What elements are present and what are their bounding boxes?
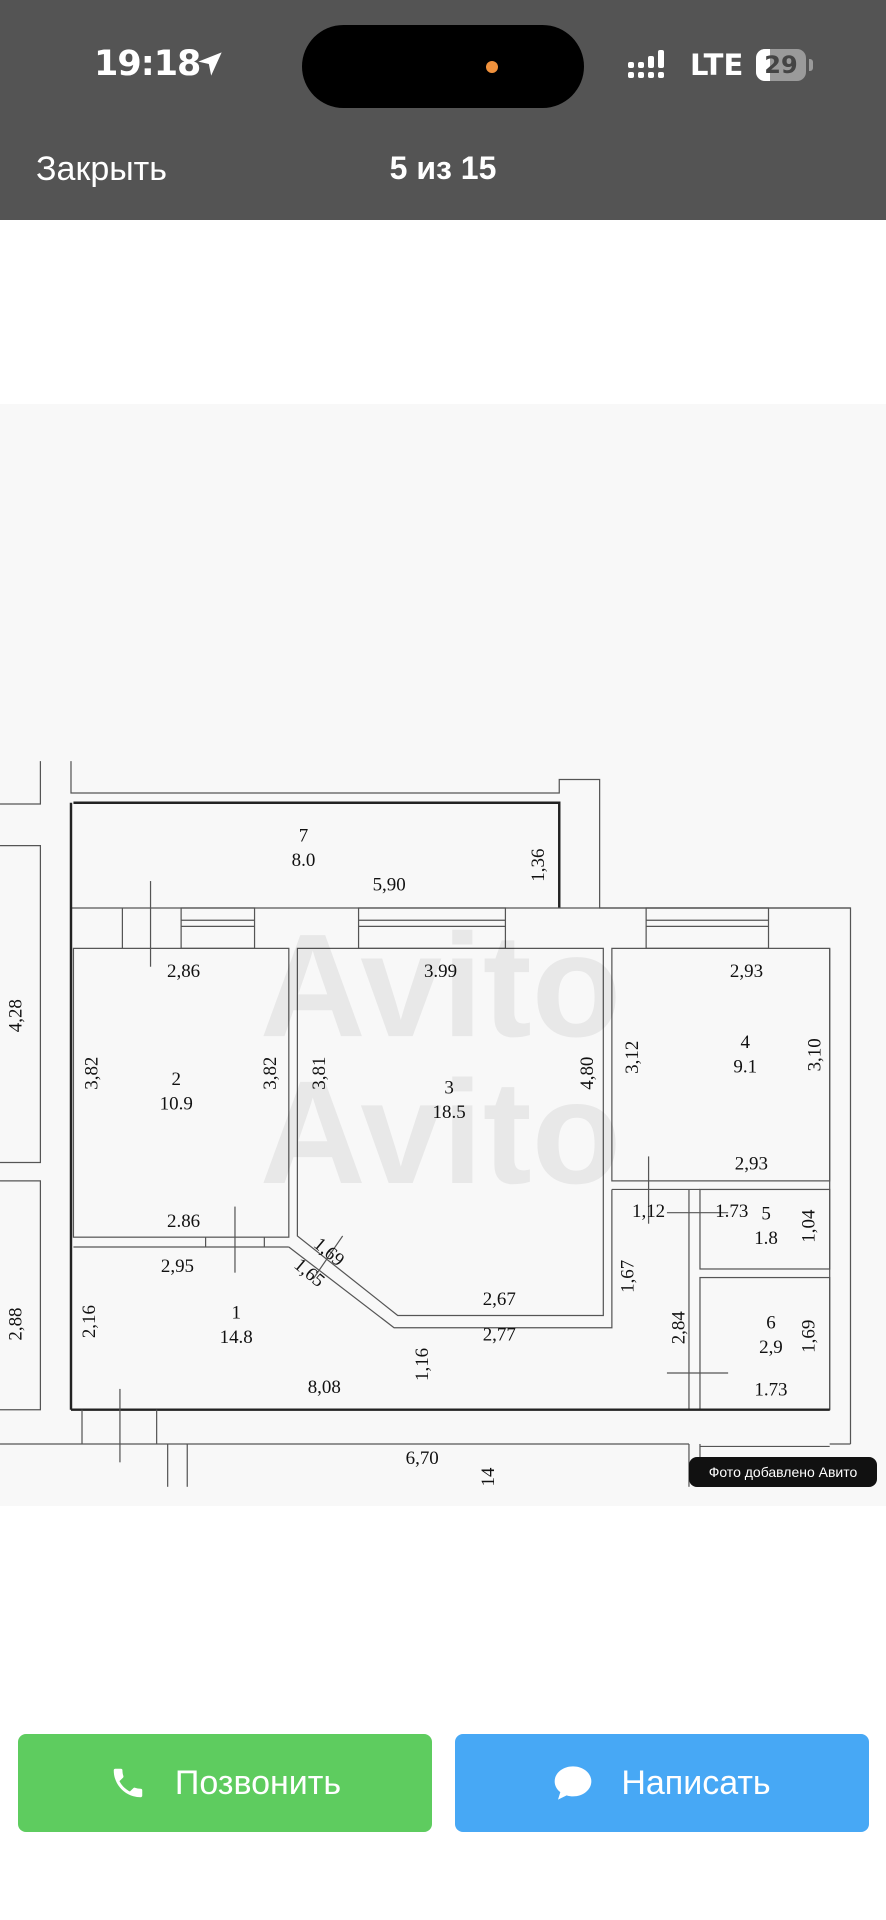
photo-viewer[interactable] — [0, 404, 886, 1506]
dimension-label: 8,08 — [308, 1377, 341, 1398]
dimension-label: 4,80 — [577, 1057, 598, 1090]
room-number: 7 — [299, 825, 308, 846]
room-number: 3 — [444, 1077, 453, 1098]
dimension-label: 2,93 — [735, 1153, 768, 1174]
dimension-label: 14 — [478, 1467, 499, 1486]
room-area: 9.1 — [733, 1057, 757, 1078]
message-button[interactable]: Написать — [455, 1734, 869, 1832]
dimension-label: 2,86 — [167, 961, 200, 982]
battery-level: 29 — [764, 51, 798, 79]
dimension-label: 5,90 — [373, 874, 406, 895]
battery-icon: 29 — [756, 49, 806, 81]
dimension-label: 3,10 — [805, 1038, 826, 1071]
recording-dot-icon — [486, 61, 498, 73]
dimension-label: 2,67 — [483, 1289, 516, 1310]
room-number: 1 — [231, 1303, 240, 1324]
photo-counter: 5 из 15 — [0, 150, 886, 187]
dimension-label: 2,84 — [669, 1311, 690, 1345]
network-type: LTE — [690, 48, 744, 82]
dimension-label: 3,12 — [622, 1041, 643, 1074]
dimension-label: 6,70 — [406, 1448, 439, 1469]
dimension-label: 1,36 — [528, 849, 549, 882]
room-number: 5 — [761, 1203, 770, 1224]
dimension-label: 1,67 — [617, 1260, 638, 1293]
call-button[interactable]: Позвонить — [18, 1734, 432, 1832]
room-area: 2,9 — [759, 1337, 783, 1358]
dimension-label: 3,82 — [81, 1057, 102, 1090]
dimension-label: 1.73 — [754, 1380, 787, 1401]
room-area: 8.0 — [292, 850, 316, 871]
dimension-label: 4,28 — [5, 999, 26, 1032]
svg-text:Avito: Avito — [260, 904, 622, 1068]
svg-text:Avito: Avito — [260, 1051, 622, 1215]
dimension-label: 2.86 — [167, 1211, 200, 1232]
message-button-label: Написать — [621, 1763, 771, 1802]
dimension-label: 3,81 — [309, 1057, 330, 1090]
dimension-label: 1,04 — [798, 1209, 819, 1243]
call-button-label: Позвонить — [174, 1763, 342, 1802]
dynamic-island — [302, 25, 584, 108]
room-number: 4 — [741, 1032, 751, 1053]
dimension-label: 1.73 — [715, 1201, 748, 1222]
photo-source-badge: Фото добавлено Авито — [689, 1457, 877, 1487]
dimension-label: 2,16 — [79, 1305, 100, 1338]
photo-counter-text: 5 из 15 — [389, 150, 497, 186]
location-arrow-icon — [198, 52, 222, 76]
status-time: 19:18 — [94, 44, 201, 84]
room-number: 6 — [766, 1312, 775, 1333]
dimension-label: 1,12 — [632, 1201, 665, 1222]
chat-bubble-icon — [554, 1766, 592, 1800]
dimension-label: 2,93 — [730, 961, 763, 982]
dimension-label: 3.99 — [424, 961, 457, 982]
dimension-label: 1,16 — [412, 1348, 433, 1381]
signal-icon — [628, 50, 664, 78]
room-area: 14.8 — [220, 1327, 253, 1348]
dimension-label: 2,95 — [161, 1256, 194, 1277]
plan-walls — [0, 761, 852, 1487]
room-number: 2 — [171, 1069, 180, 1090]
dimension-label: 1,69 — [798, 1320, 819, 1353]
room-area: 10.9 — [160, 1093, 193, 1114]
close-button[interactable]: Закрыть — [36, 150, 167, 188]
room-area: 1.8 — [754, 1228, 778, 1249]
room-area: 18.5 — [433, 1102, 466, 1123]
dimension-label: 2,88 — [5, 1307, 26, 1340]
battery-cap — [809, 59, 813, 71]
avito-watermark: Avito Avito — [260, 904, 622, 1215]
dimension-label: 3,82 — [260, 1057, 281, 1090]
top-bar: 19:18 LTE 29 Закрыть 5 из 15 — [0, 0, 886, 220]
dimension-label: 2,77 — [483, 1325, 516, 1346]
phone-icon — [113, 1768, 143, 1798]
